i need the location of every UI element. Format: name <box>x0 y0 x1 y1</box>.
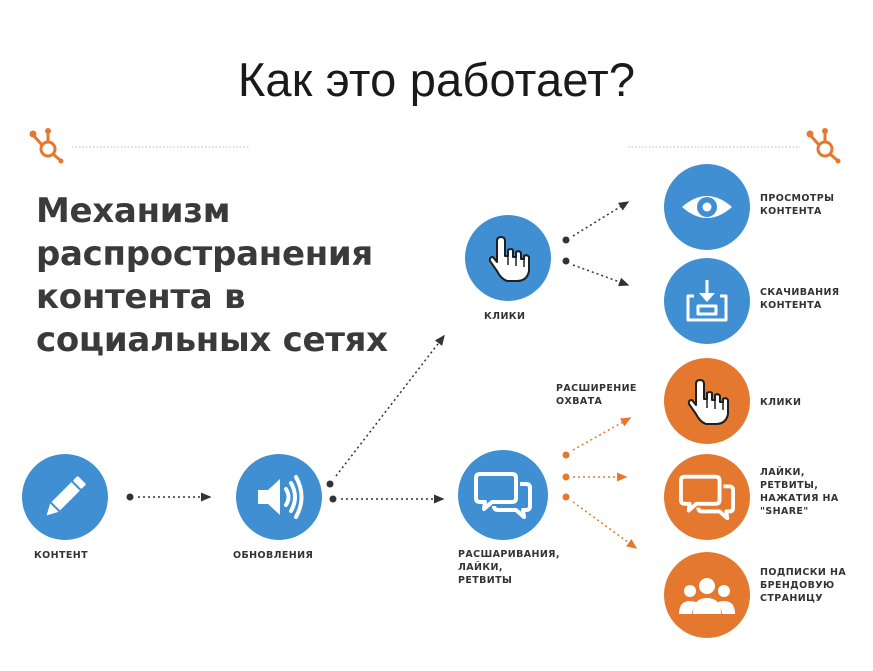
shares-node <box>458 450 548 540</box>
outcome-label-line: "SHARE" <box>760 506 809 517</box>
outcome-likes-label: ЛАЙКИ, РЕТВИТЫ, НАЖАТИЯ НА "SHARE" <box>760 466 839 518</box>
content-node <box>22 454 108 540</box>
mechanism-title: Механизм распространения контента в соци… <box>36 190 436 362</box>
outcome-label-line: КОНТЕНТА <box>760 300 822 311</box>
clicks-node <box>465 215 551 301</box>
download-icon <box>686 280 728 322</box>
reach-label-line: РАСШИРЕНИЕ <box>556 383 637 394</box>
people-icon <box>679 578 735 614</box>
clicks-label: КЛИКИ <box>484 311 526 322</box>
outcome-views-label: ПРОСМОТРЫ КОНТЕНТА <box>760 192 834 218</box>
outcome-label-line: СТРАНИЦУ <box>760 593 824 604</box>
eye-icon <box>682 196 732 218</box>
outcome-downloads-node <box>664 258 750 344</box>
sprocket-logo-left <box>29 128 64 164</box>
chat-bubbles-icon <box>679 474 735 521</box>
outcome-clicks-node <box>664 358 750 444</box>
outcome-label-line: РЕТВИТЫ, <box>760 480 819 491</box>
outcome-subscriptions-node <box>664 552 750 638</box>
shares-label-line: РАСШАРИВАНИЯ, <box>458 549 560 560</box>
connector-dot <box>562 473 570 481</box>
outcome-downloads-label: СКАЧИВАНИЯ КОНТЕНТА <box>760 286 840 312</box>
outcome-subscriptions-label: ПОДПИСКИ НА БРЕНДОВУЮ СТРАНИЦУ <box>760 566 846 605</box>
outcome-views-node <box>664 164 750 250</box>
connector-dot <box>126 493 134 501</box>
hand-pointer-icon <box>687 379 729 425</box>
connector-dot <box>326 480 334 488</box>
updates-label: ОБНОВЛЕНИЯ <box>233 550 314 561</box>
outcome-label-line: БРЕНДОВУЮ <box>760 580 835 591</box>
chat-bubbles-icon <box>474 472 532 519</box>
mechanism-title-line: Механизм <box>36 191 231 231</box>
outcome-label-line: НАЖАТИЯ НА <box>760 493 839 504</box>
arrow-clicks-views <box>572 201 630 237</box>
outcome-label-line: ЛАЙКИ, <box>760 467 805 478</box>
arrow-shares-subscriptions <box>572 501 638 549</box>
updates-node <box>236 454 322 540</box>
connector-dot <box>329 495 337 503</box>
mechanism-title-line: контента в <box>36 277 246 317</box>
reach-label-line: ОХВАТА <box>556 396 603 407</box>
shares-label: РАСШАРИВАНИЯ, ЛАЙКИ, РЕТВИТЫ <box>458 548 560 587</box>
arrow-shares-clicks <box>572 417 632 451</box>
connector-dot <box>562 451 570 459</box>
speaker-icon <box>258 475 304 519</box>
outcome-label-line: КОНТЕНТА <box>760 206 822 217</box>
page-title: Как это работает? <box>237 53 636 106</box>
outcome-label-line: КЛИКИ <box>760 397 802 408</box>
outcome-label-line: СКАЧИВАНИЯ <box>760 287 840 298</box>
outcome-likes-node <box>664 454 750 540</box>
content-label: КОНТЕНТ <box>34 550 88 561</box>
shares-label-line: РЕТВИТЫ <box>458 575 513 586</box>
pencil-icon <box>46 476 86 516</box>
mechanism-title-line: распространения <box>36 234 373 274</box>
arrow-updates-clicks <box>335 334 445 477</box>
arrow-clicks-downloads <box>572 264 630 287</box>
shares-label-line: ЛАЙКИ, <box>458 562 503 573</box>
mechanism-title-line: социальных сетях <box>36 320 388 360</box>
outcome-label-line: ПОДПИСКИ НА <box>760 567 847 578</box>
connector-dot <box>562 493 570 501</box>
sprocket-logo-right <box>806 128 841 164</box>
connector-dot <box>562 236 570 244</box>
hand-pointer-icon <box>488 236 530 282</box>
outcome-clicks-label: КЛИКИ <box>760 396 801 409</box>
connector-dot <box>562 257 570 265</box>
outcome-label-line: ПРОСМОТРЫ <box>760 193 835 204</box>
reach-label: РАСШИРЕНИЕ ОХВАТА <box>556 382 637 408</box>
